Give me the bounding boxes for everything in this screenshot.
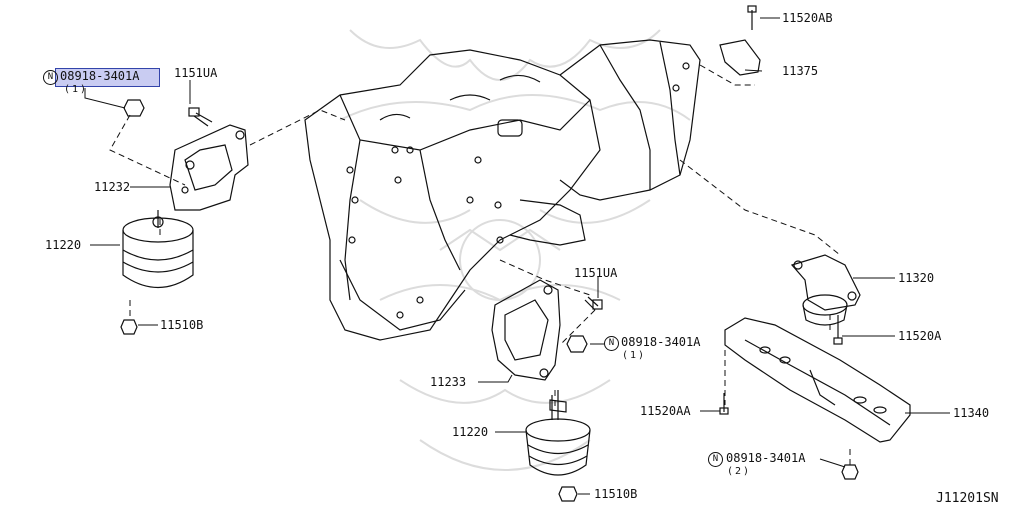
part-label-11233[interactable]: 11233 [430, 375, 467, 389]
engine-transmission-outline [304, 39, 701, 341]
engine-mount-insulator-left [122, 210, 194, 288]
fasteners-center [558, 296, 603, 502]
part-label-11340[interactable]: 11340 [953, 406, 990, 420]
part-label-11510B-left[interactable]: 11510B [160, 318, 204, 332]
part-label-11510B-center[interactable]: 11510B [594, 487, 638, 501]
part-label-11375[interactable]: 11375 [782, 64, 819, 78]
part-label-08918-3401A-center[interactable]: 08918-3401A [621, 335, 701, 349]
part-qty-center: (1) [622, 350, 647, 361]
bracket-11233 [491, 279, 561, 381]
callout-leaders [84, 17, 950, 495]
fasteners-right [719, 5, 859, 480]
bracket-11232 [169, 124, 249, 211]
part-label-11520AA[interactable]: 11520AA [640, 404, 691, 418]
part-label-11232[interactable]: 11232 [94, 180, 131, 194]
part-label-11520AB[interactable]: 11520AB [782, 11, 833, 25]
nut-mark-icon: N [604, 336, 619, 351]
bracket-11320 [790, 254, 861, 326]
nut-mark-icon: N [43, 70, 58, 85]
part-label-11320[interactable]: 11320 [898, 271, 935, 285]
engine-mount-insulator-center [525, 390, 591, 476]
part-label-11520A[interactable]: 11520A [898, 329, 942, 343]
part-qty-bottom: (2) [727, 466, 752, 477]
part-label-11220-center[interactable]: 11220 [452, 425, 489, 439]
part-label-1151UA-left[interactable]: 1151UA [174, 66, 218, 80]
dashed-leader-lines [109, 64, 851, 465]
fasteners-left [120, 99, 213, 335]
part-label-08918-3401A-top[interactable]: 08918-3401A [60, 69, 140, 83]
nut-mark-icon: N [708, 452, 723, 467]
part-qty-top: (1) [64, 84, 89, 95]
part-label-11220-left[interactable]: 11220 [45, 238, 82, 252]
part-label-08918-3401A-bottom[interactable]: 08918-3401A [726, 451, 806, 465]
crossmember-11340 [724, 317, 911, 443]
diagram-code: J11201SN [936, 491, 999, 506]
part-label-1151UA-center[interactable]: 1151UA [574, 266, 618, 280]
watermark-emblem [339, 29, 691, 471]
